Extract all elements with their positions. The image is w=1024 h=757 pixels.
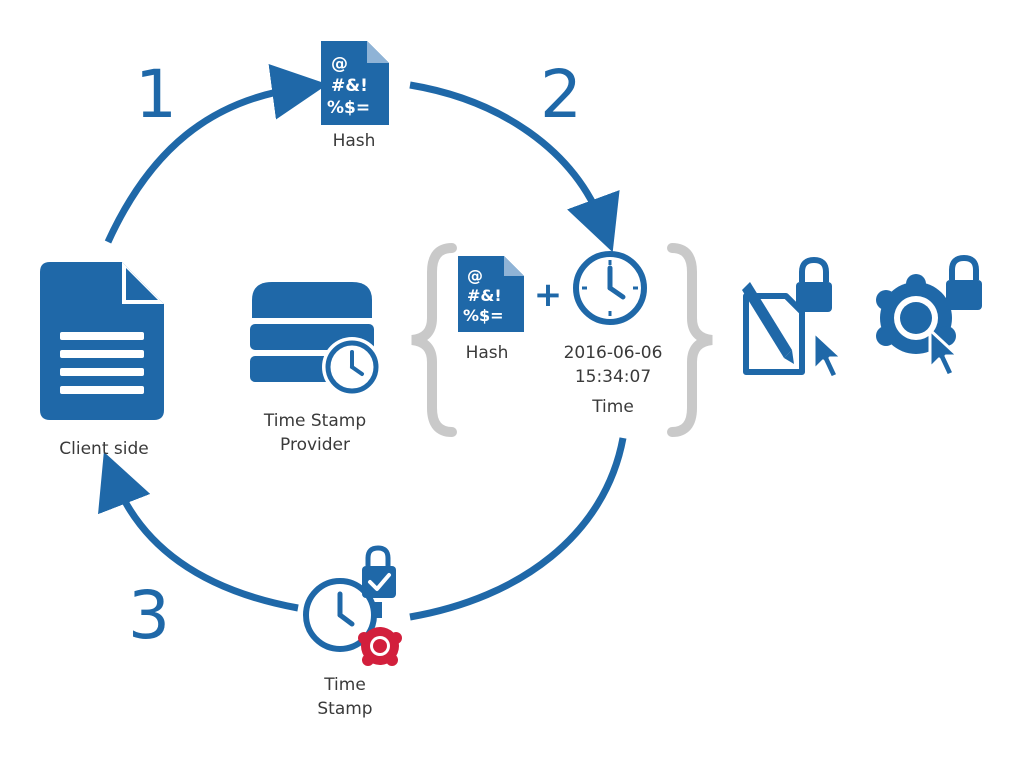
svg-text:@: @ (331, 54, 348, 74)
plus-sign: + (534, 275, 563, 315)
svg-text:%$=: %$= (327, 98, 370, 118)
clock-icon (573, 251, 647, 325)
seal-lock-icon (876, 254, 982, 378)
arrow-hash-to-time (409, 81, 620, 253)
time-stamp-label-line2: Stamp (317, 699, 372, 719)
provider-label-line2: Provider (280, 435, 350, 455)
client-side-label: Client side (59, 439, 148, 459)
svg-text:%$=: %$= (463, 306, 504, 325)
inner-hash-document-icon: @ #&! %$= (458, 256, 524, 332)
signed-document-lock-icon (742, 256, 844, 380)
right-curly-bracket (667, 243, 713, 437)
time-label: Time (591, 397, 634, 417)
left-curly-bracket (411, 243, 457, 437)
svg-text:#&!: #&! (467, 286, 502, 305)
time-stamp-label-line1: Time (323, 675, 366, 695)
arrow-time-to-stamp (409, 437, 627, 621)
step-number-2: 2 (540, 56, 582, 133)
time-value-text: 15:34:07 (575, 367, 651, 387)
step-number-1: 1 (135, 56, 177, 133)
client-document-icon (40, 262, 164, 420)
time-stamp-icon (303, 545, 402, 666)
step-number-3: 3 (128, 577, 170, 654)
hash-document-icon: @ #&! %$= (321, 41, 389, 125)
provider-clock-icon (322, 337, 382, 397)
hash-top-label: Hash (333, 131, 376, 151)
provider-label-line1: Time Stamp (263, 411, 366, 431)
date-text: 2016-06-06 (564, 343, 663, 363)
arrow-stamp-to-client (98, 451, 299, 612)
svg-text:#&!: #&! (331, 76, 368, 96)
arrow-client-to-hash (104, 63, 328, 244)
svg-text:@: @ (467, 266, 483, 285)
hash-inner-label: Hash (466, 343, 509, 363)
